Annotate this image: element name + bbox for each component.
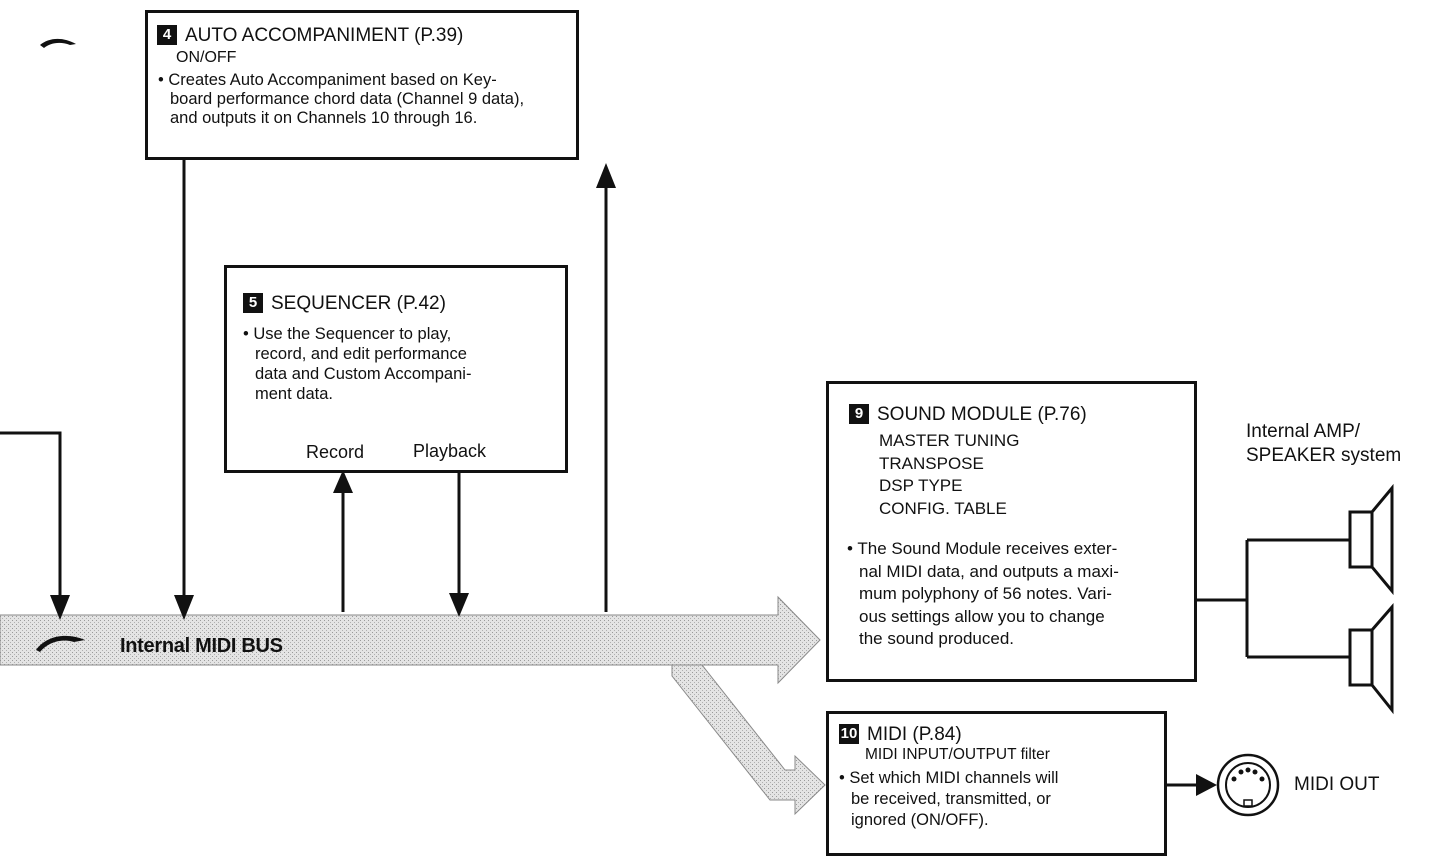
midi-bus-label: Internal MIDI BUS xyxy=(120,635,283,657)
midi-bus-arrow xyxy=(0,595,821,685)
setting-master-tuning: MASTER TUNING xyxy=(879,431,1020,450)
record-label: Record xyxy=(306,442,365,462)
setting-dsp-type: DSP TYPE xyxy=(879,476,963,495)
section-number-badge: 4 xyxy=(157,25,177,45)
playback-label: Playback xyxy=(413,441,487,461)
midi-out-label: MIDI OUT xyxy=(1294,774,1380,795)
midi-out-connector-icon xyxy=(1216,753,1280,817)
auto-accompaniment-setting: ON/OFF xyxy=(176,49,237,66)
setting-config-table: CONFIG. TABLE xyxy=(879,498,1007,518)
bus-blob-mark xyxy=(36,635,85,652)
corner-blob-mark xyxy=(40,38,76,48)
speaker-icon-top xyxy=(1348,483,1394,596)
setting-transpose: TRANSPOSE xyxy=(879,453,984,473)
midi-desc: • Set which MIDI channels will be receiv… xyxy=(839,769,1059,829)
sound-module-settings: MASTER TUNING TRANSPOSE DSP TYPE CONFIG.… xyxy=(879,430,1019,520)
section-number-badge: 5 xyxy=(243,293,263,313)
midi-setting: MIDI INPUT/OUTPUT filter xyxy=(865,746,1050,763)
connection-lines xyxy=(0,160,1350,787)
section-number-badge: 10 xyxy=(839,724,859,744)
sound-module-desc: • The Sound Module receives exter- nal M… xyxy=(847,539,1119,648)
arrow-heads xyxy=(50,163,1217,796)
auto-accompaniment-desc: • Creates Auto Accompaniment based on Ke… xyxy=(158,71,525,127)
speaker-icon-bottom xyxy=(1348,602,1394,715)
sequencer-desc: • Use the Sequencer to play, record, and… xyxy=(243,325,472,403)
midi-branch-arrow xyxy=(671,664,826,816)
amp-speaker-label: Internal AMP/ SPEAKER system xyxy=(1246,421,1402,466)
section-number-badge: 9 xyxy=(849,404,869,424)
